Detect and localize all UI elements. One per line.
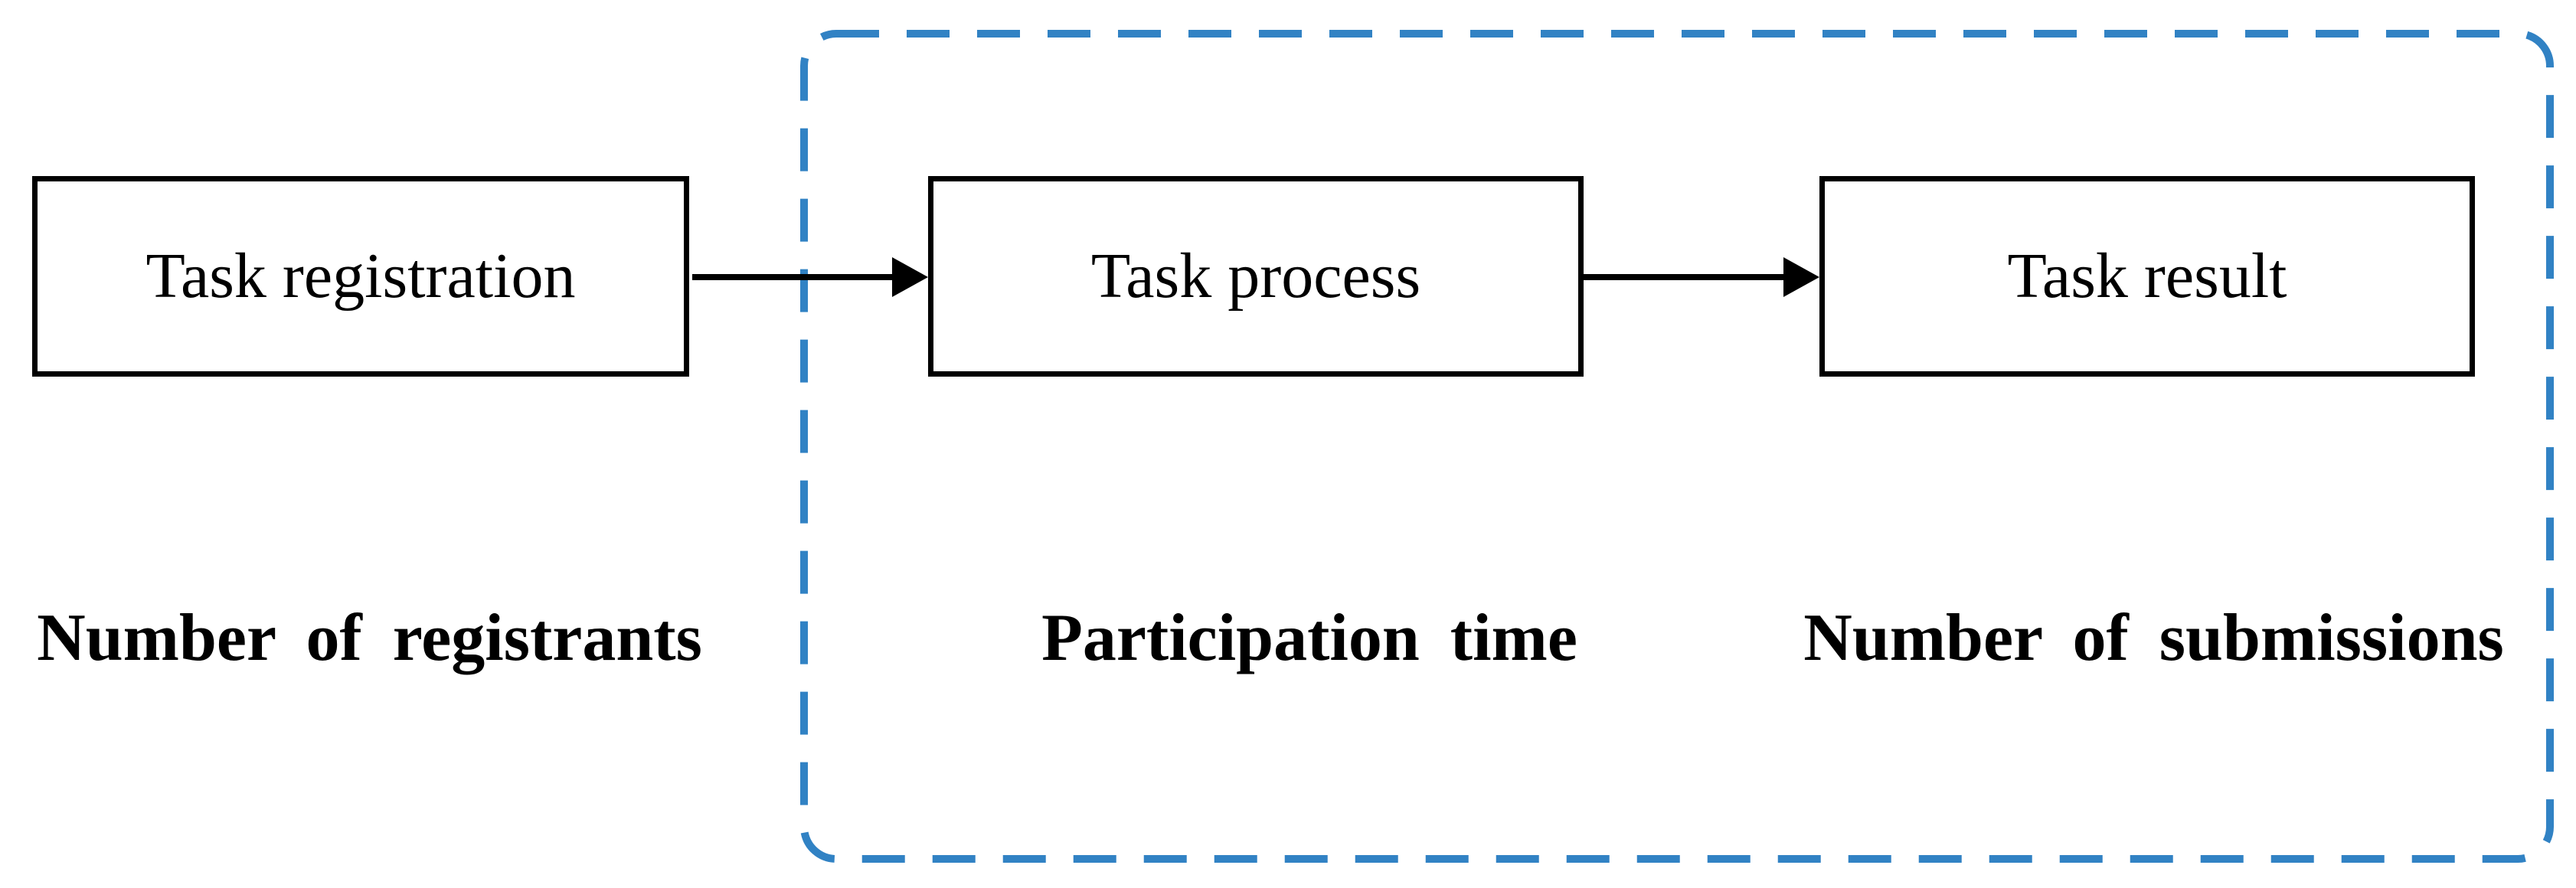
arrow-registration-to-process [692,257,928,297]
metric-number-of-submissions: Number of submissions [1803,601,2504,675]
node-task-process-label: Task process [1090,240,1421,312]
process-boundary-dashed-box [800,30,2554,863]
arrowhead-icon [1783,257,1819,297]
node-task-result: Task result [1819,176,2475,377]
metric-number-of-registrants: Number of registrants [37,601,702,675]
metric-participation-time: Participation time [1041,601,1577,675]
node-task-registration-label: Task registration [145,240,576,312]
arrow-process-to-result [1582,257,1819,297]
node-task-process: Task process [928,176,1584,377]
node-task-result-label: Task result [2007,240,2287,312]
node-task-registration: Task registration [32,176,689,377]
arrowhead-icon [892,257,928,297]
